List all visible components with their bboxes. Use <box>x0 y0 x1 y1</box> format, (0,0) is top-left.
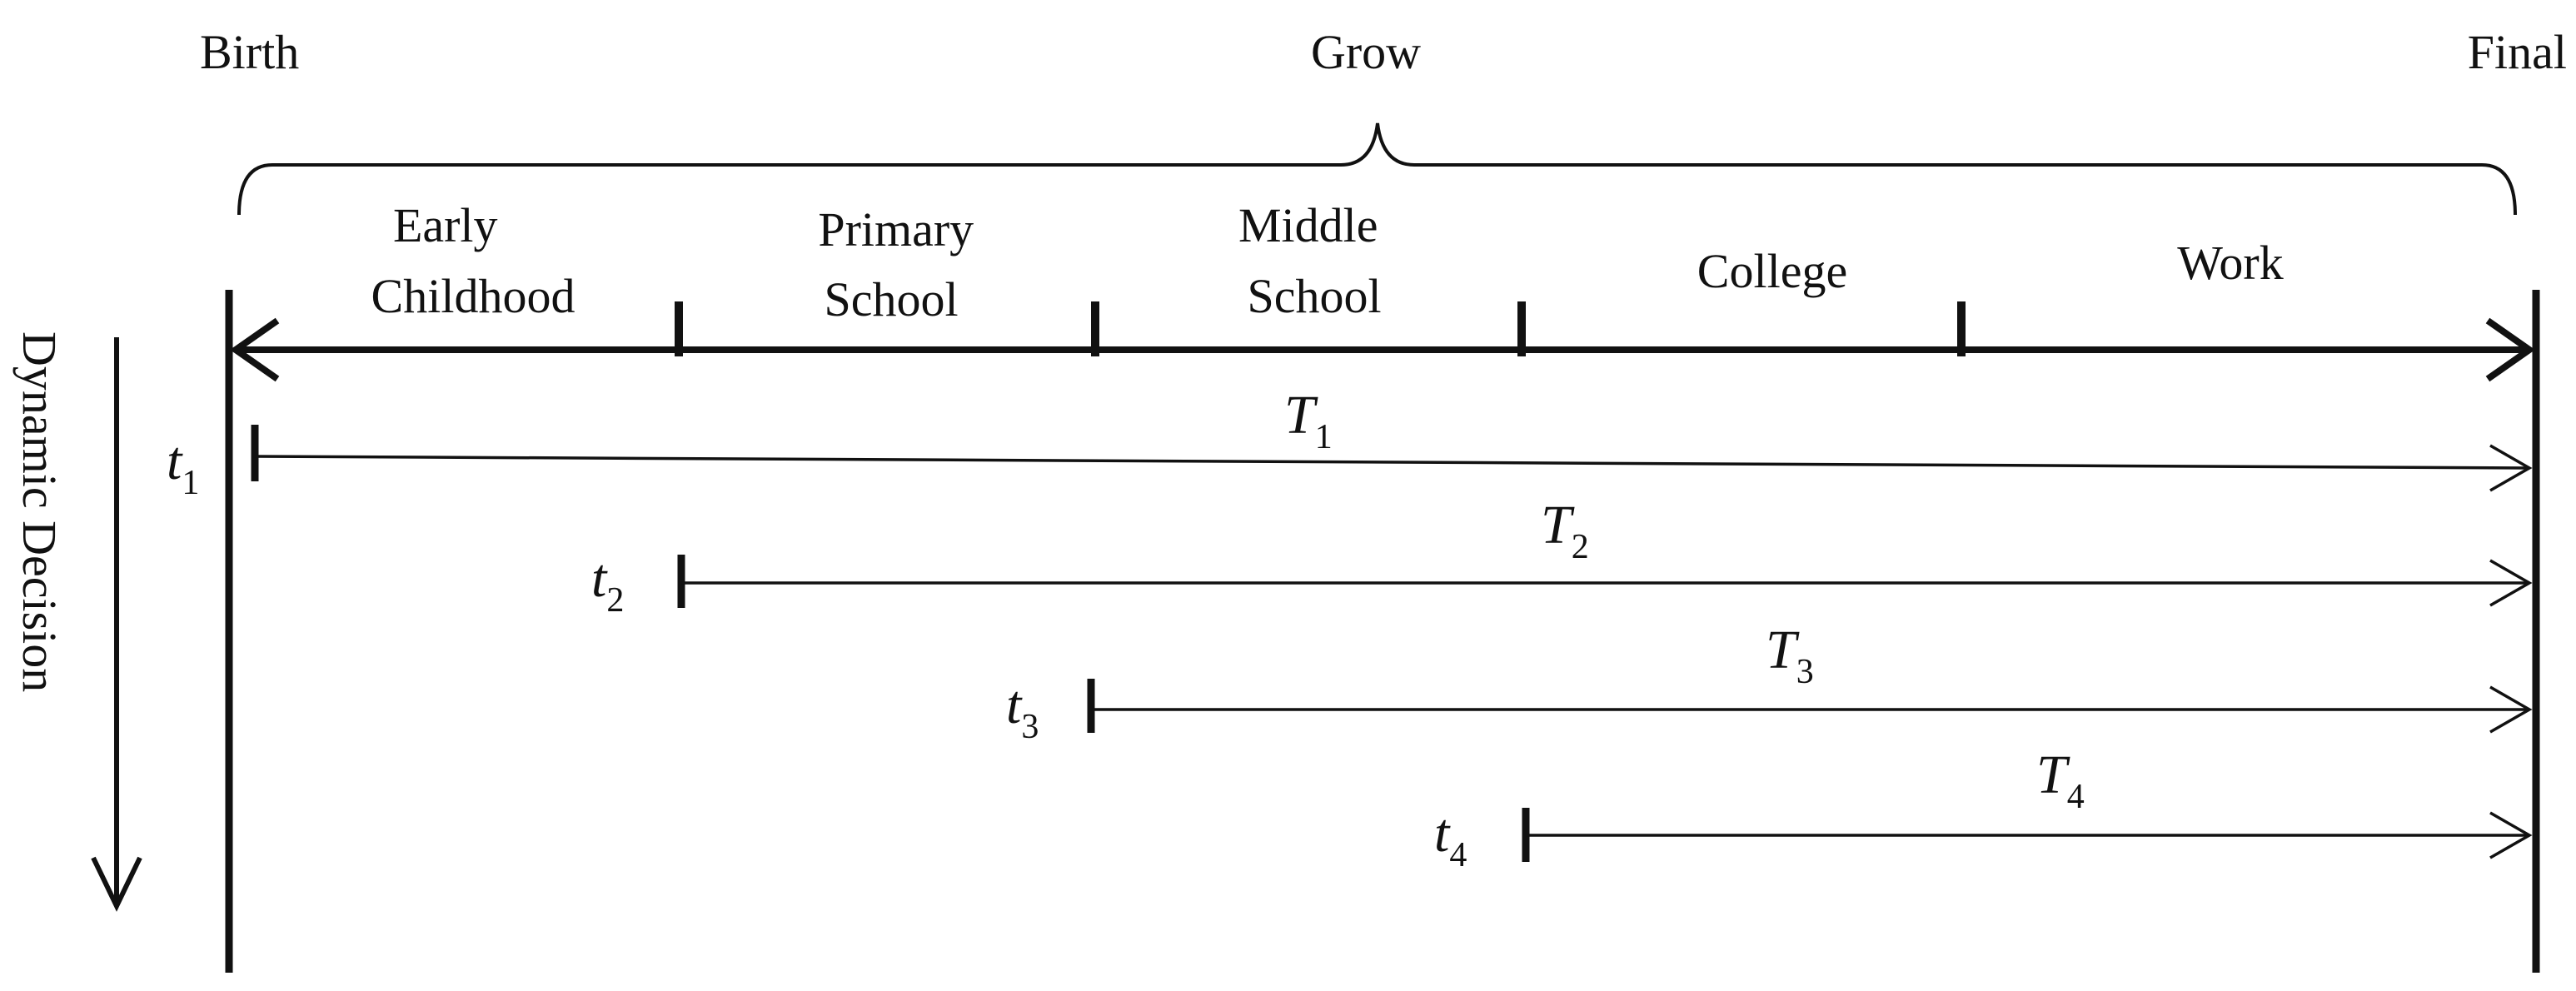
grow-label: Grow <box>1311 25 1421 79</box>
stage-label-primary-school: Primary School <box>818 202 985 326</box>
final-label: Final <box>2468 25 2567 79</box>
dynamic-decision-arrowhead <box>91 856 142 912</box>
decision-horizon-arrowhead-3 <box>2489 685 2533 734</box>
birth-label: Birth <box>200 25 299 79</box>
decision-horizon-arrowhead-2 <box>2489 559 2533 607</box>
decision-horizon-line-1 <box>254 455 2530 470</box>
decision-horizon-label-1: T1 <box>1284 385 1333 456</box>
main-timeline-left-arrowhead <box>230 317 280 382</box>
decision-horizon-label-4: T4 <box>2036 744 2085 816</box>
decision-start-label-4: t4 <box>1434 803 1467 874</box>
grow-brace <box>237 122 2517 216</box>
decision-start-label-1: t1 <box>167 431 199 502</box>
stage-label-work: Work <box>2177 236 2283 290</box>
stage-label-college: College <box>1697 244 1847 298</box>
stage-label-middle-school: Middle School <box>1238 198 1390 323</box>
dynamic-decision-label: Dynamic Decision <box>12 331 67 692</box>
decision-start-label-3: t3 <box>1006 675 1039 746</box>
decision-horizon-arrowhead-4 <box>2489 811 2533 859</box>
decision-start-label-2: t2 <box>591 548 624 620</box>
decision-horizon-label-2: T2 <box>1541 495 1589 566</box>
decision-horizon-label-3: T3 <box>1766 620 1814 691</box>
stage-label-early-childhood: Early Childhood <box>371 198 575 323</box>
decision-horizon-arrowhead-1 <box>2489 444 2533 492</box>
main-timeline-right-arrowhead <box>2485 317 2535 382</box>
